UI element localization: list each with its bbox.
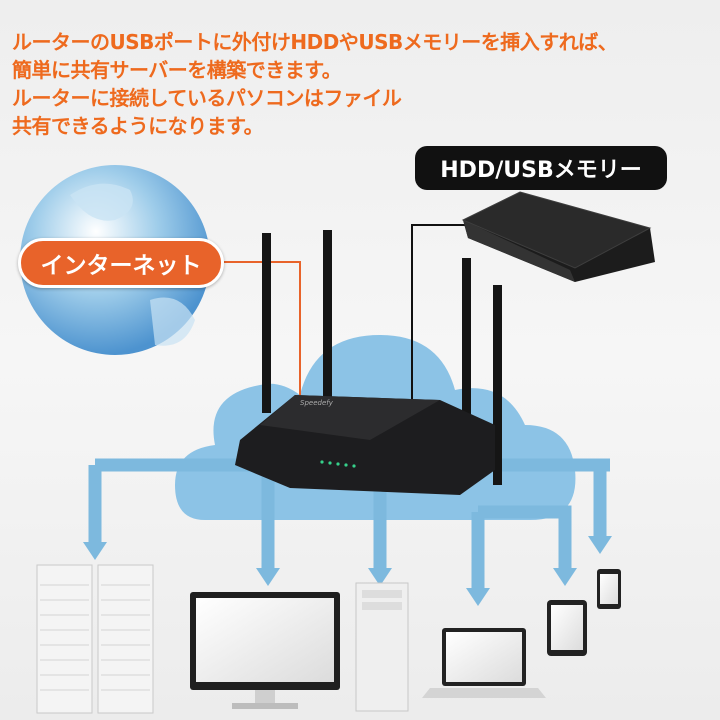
laptop-icon xyxy=(422,628,546,698)
desktop-tower-icon xyxy=(355,582,409,712)
headline-line: ルーターに接続しているパソコンはファイル xyxy=(12,86,402,110)
server-icon xyxy=(36,564,154,714)
smartphone-icon xyxy=(597,569,621,609)
monitor-icon xyxy=(190,592,340,709)
headline: ルーターのUSBポートに外付けHDDやUSBメモリーを挿入すれば、 簡単に共有サ… xyxy=(12,28,618,140)
router-logo: Speedefy xyxy=(300,399,334,407)
router-icon: Speedefy xyxy=(235,230,502,495)
headline-line: ルーターのUSBポートに外付けHDDやUSBメモリーを挿入すれば、 xyxy=(12,30,618,54)
internet-leader-line xyxy=(224,261,301,395)
hdd-leader-line xyxy=(411,224,470,410)
external-hdd-icon xyxy=(461,191,655,282)
internet-label: インターネット xyxy=(18,238,224,288)
hdd-usb-label: HDD/USBメモリー xyxy=(415,146,667,190)
headline-line: 共有できるようになります。 xyxy=(12,114,264,138)
arrow-heads xyxy=(83,536,612,606)
headline-line: 簡単に共有サーバーを構築できます。 xyxy=(12,58,342,82)
tablet-icon xyxy=(547,600,587,656)
